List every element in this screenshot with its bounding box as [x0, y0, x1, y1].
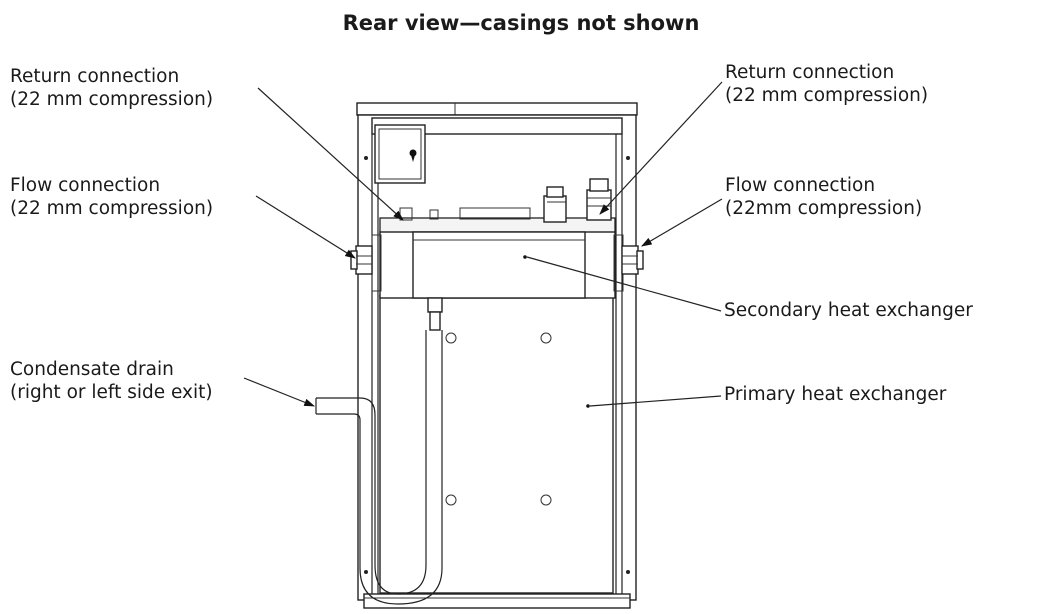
diagram-title: Rear view—casings not shown: [343, 11, 700, 35]
svg-text:Flow connection: Flow connection: [10, 175, 160, 196]
label-flow-connection-right: Flow connection (22mm compression): [725, 175, 922, 219]
leader-lines: [243, 81, 723, 408]
label-condensate-drain: Condensate drain (right or left side exi…: [10, 359, 213, 403]
flow-fitting-left: [350, 245, 373, 275]
flow-fitting-right: [621, 245, 644, 275]
svg-text:Condensate drain: Condensate drain: [10, 359, 174, 380]
svg-text:Return connection: Return connection: [10, 66, 179, 87]
secondary-heat-exchanger-drawing: [412, 231, 586, 299]
label-return-connection-left: Return connection (22 mm compression): [10, 66, 213, 110]
svg-text:(22 mm compression): (22 mm compression): [10, 198, 213, 219]
svg-text:Flow connection: Flow connection: [725, 175, 875, 196]
condensate-pipe: [315, 297, 443, 605]
appliance-drawing: [315, 102, 644, 609]
svg-text:(22 mm compression): (22 mm compression): [10, 89, 213, 110]
svg-text:(right or left side exit): (right or left side exit): [10, 382, 213, 403]
svg-text:(22 mm compression): (22 mm compression): [725, 85, 928, 106]
label-secondary-heat-exchanger: Secondary heat exchanger: [724, 300, 973, 321]
label-return-connection-right: Return connection (22 mm compression): [725, 62, 928, 106]
junction-box: [374, 124, 426, 184]
primary-heat-exchanger-drawing: [379, 294, 614, 594]
label-primary-heat-exchanger: Primary heat exchanger: [724, 384, 947, 405]
label-flow-connection-left: Flow connection (22 mm compression): [10, 175, 213, 219]
svg-text:(22mm compression): (22mm compression): [725, 198, 922, 219]
svg-text:Return connection: Return connection: [725, 62, 894, 83]
